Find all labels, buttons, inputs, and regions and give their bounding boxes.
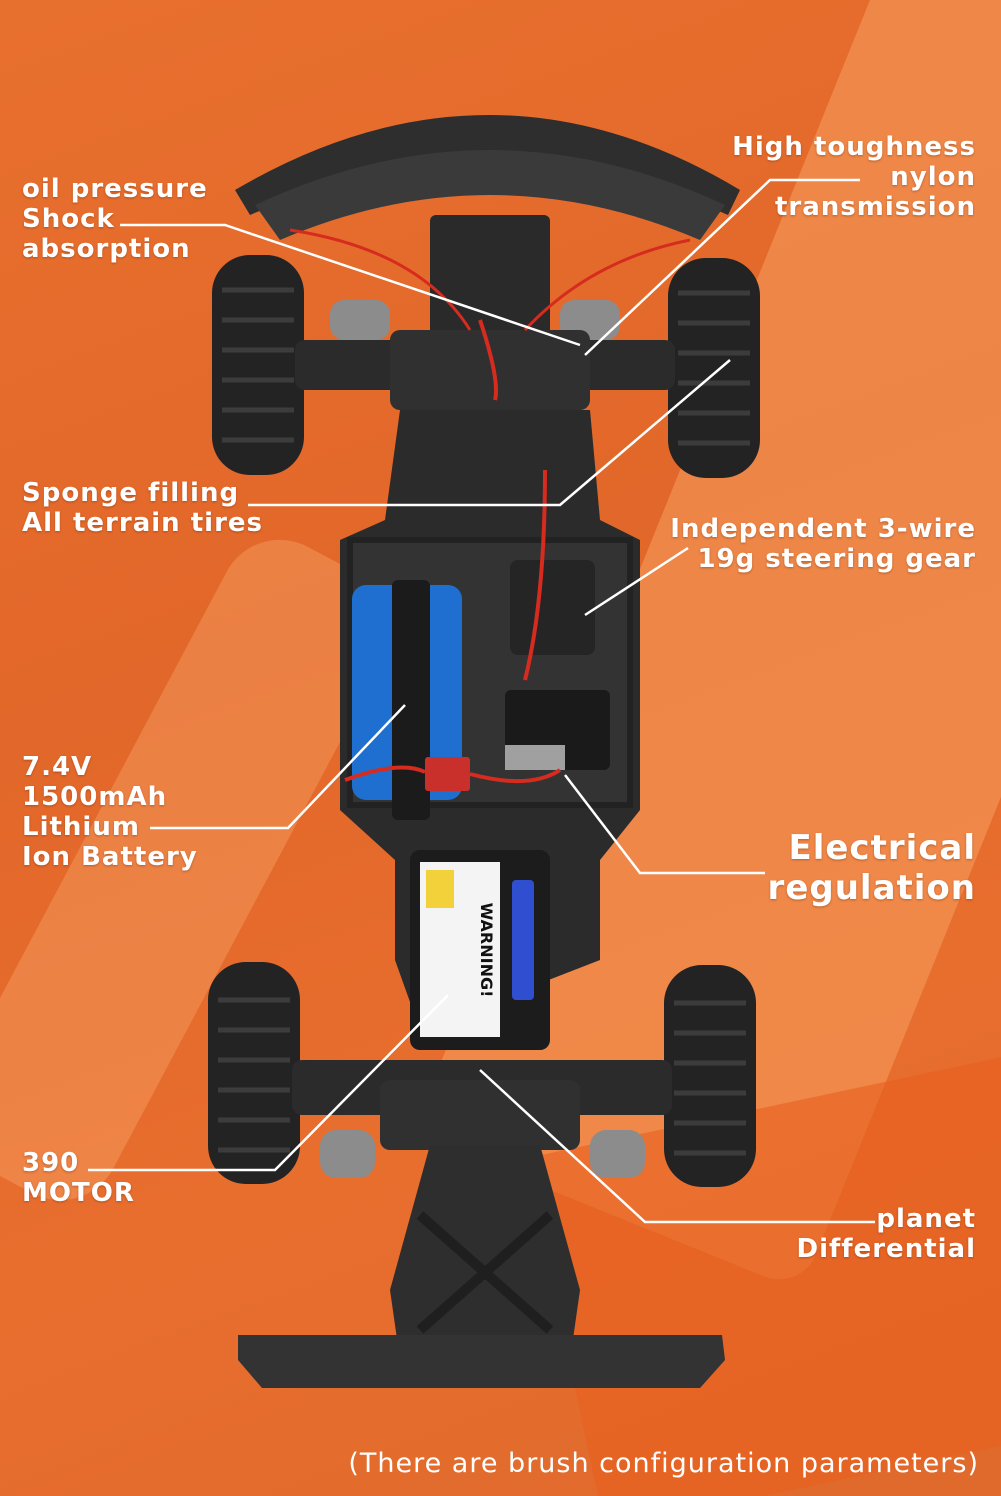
rear-bumper-frame (390, 1145, 580, 1360)
callout-line-4: Ion Battery (22, 842, 198, 872)
callout-line-1: Electrical (788, 828, 976, 868)
callout-planet-differential: planet Differential (796, 1204, 976, 1264)
steering-servo (510, 560, 595, 655)
callout-390-motor: 390 MOTOR (22, 1148, 135, 1208)
callout-line-1: 7.4V (22, 752, 93, 782)
callout-line-2: nylon (890, 162, 976, 192)
callout-line-2: 19g steering gear (697, 544, 976, 574)
motor-warning-badge (426, 870, 454, 908)
rear-shock-left (320, 1130, 375, 1178)
callout-line-1: planet (876, 1204, 976, 1234)
callout-line-1: 390 (22, 1148, 80, 1178)
tire-front-left (212, 255, 304, 475)
callout-line-3: Lithium (22, 812, 140, 842)
callout-all-terrain-tires: Sponge filling All terrain tires (22, 478, 263, 538)
callout-line-2: 1500mAh (22, 782, 168, 812)
callout-line-1: High toughness (732, 132, 976, 162)
bumper-mount (430, 215, 550, 335)
battery-connector (425, 757, 470, 791)
rear-shock-right (590, 1130, 645, 1178)
footer-caption: (There are brush configuration parameter… (348, 1448, 979, 1479)
callout-line-1: Independent 3-wire (670, 514, 976, 544)
callout-lithium-battery: 7.4V 1500mAh Lithium Ion Battery (22, 752, 198, 872)
front-bumper (235, 115, 740, 215)
callout-line-2: Shock (22, 204, 115, 234)
callout-line-3: transmission (774, 192, 976, 222)
tire-front-right (668, 258, 760, 478)
callout-electrical-regulation: Electrical regulation (768, 828, 976, 908)
callout-line-2: All terrain tires (22, 508, 263, 538)
front-gearbox (390, 330, 590, 410)
rear-gearbox (380, 1080, 580, 1150)
front-wire (289, 228, 691, 332)
callout-line-1: oil pressure (22, 174, 208, 204)
callout-steering-gear: Independent 3-wire 19g steering gear (670, 514, 976, 574)
callout-line-2: MOTOR (22, 1178, 135, 1208)
esc-heatsink (505, 745, 565, 770)
motor-warning-text: WARNING! (477, 903, 496, 998)
callout-line-1: Sponge filling (22, 478, 240, 508)
callout-shock-absorption: oil pressure Shock absorption (22, 174, 208, 264)
tire-rear-right (664, 965, 756, 1187)
tire-rear-left (208, 962, 300, 1184)
red-wire (344, 319, 562, 784)
tire-tread (218, 287, 750, 1156)
callout-line-2: regulation (767, 868, 976, 908)
callout-line-3: absorption (22, 234, 191, 264)
callout-line-2: Differential (796, 1234, 976, 1264)
front-bumper-wall (255, 150, 725, 240)
front-shock-left (330, 300, 390, 340)
callout-nylon-transmission: High toughness nylon transmission (732, 132, 976, 222)
rear-bumper (238, 1335, 725, 1388)
rear-bumper-x (416, 1211, 554, 1334)
callout-lines (88, 178, 875, 1224)
motor-heatsink (512, 880, 534, 1000)
battery-strap (392, 580, 430, 820)
